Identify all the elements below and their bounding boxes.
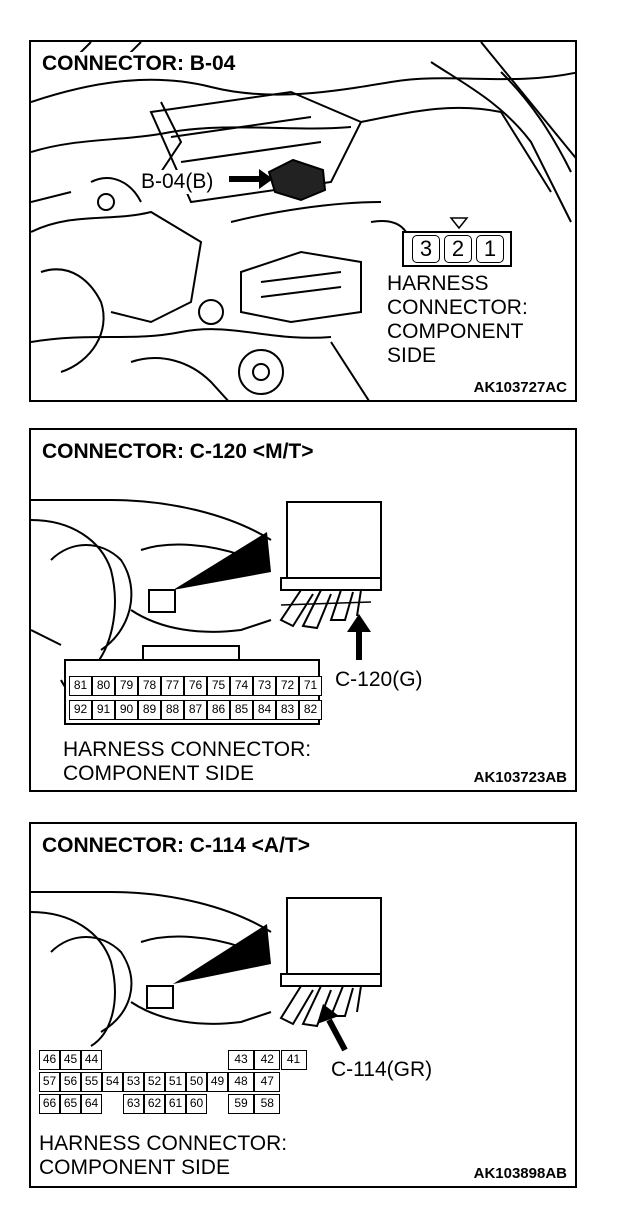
- pin-cell: 54: [102, 1072, 123, 1092]
- pin-cell: 83: [276, 700, 299, 720]
- pin-cell: 86: [207, 700, 230, 720]
- pin-cell: 52: [144, 1072, 165, 1092]
- pin-cell: 61: [165, 1094, 186, 1114]
- side-label-line: COMPONENT: [387, 320, 524, 343]
- pin-cell: 62: [144, 1094, 165, 1114]
- pin-cell: 78: [138, 676, 161, 696]
- pin-cell: 80: [92, 676, 115, 696]
- connector-b04-panel: CONNECTOR: B-04 B-04(B) 3 2 1 HARNESS CO…: [29, 40, 577, 402]
- pin-cell: 76: [184, 676, 207, 696]
- pin-cell: 64: [81, 1094, 102, 1114]
- connector-callout-label: B-04(B): [139, 170, 216, 194]
- pin-cell: 46: [39, 1050, 60, 1070]
- pin-cell: 56: [60, 1072, 81, 1092]
- pin-cell: 3: [412, 235, 440, 263]
- pin-cell: 75: [207, 676, 230, 696]
- pin-cell: 59: [228, 1094, 254, 1114]
- side-label-line: HARNESS CONNECTOR:: [39, 1132, 288, 1155]
- pin-cell: 84: [253, 700, 276, 720]
- pin-cell: 58: [254, 1094, 281, 1114]
- pin-cell: 87: [184, 700, 207, 720]
- side-label-line: COMPONENT SIDE: [39, 1156, 230, 1179]
- side-label-line: HARNESS: [387, 272, 489, 295]
- side-label-line: COMPONENT SIDE: [63, 762, 254, 785]
- pin-cell: 49: [207, 1072, 228, 1092]
- pin-cell: 77: [161, 676, 184, 696]
- connector-title: CONNECTOR: B-04: [39, 52, 239, 76]
- figure-code: AK103898AB: [471, 1165, 569, 1182]
- pin-cell: 71: [299, 676, 322, 696]
- harness-side-label: HARNESS CONNECTOR: COMPONENT SIDE: [387, 272, 528, 368]
- pin-cell: 48: [228, 1072, 254, 1092]
- side-label-line: CONNECTOR:: [387, 296, 528, 319]
- pin-cell: 53: [123, 1072, 144, 1092]
- pin-cell: 47: [254, 1072, 281, 1092]
- pin-cell: 42: [254, 1050, 281, 1070]
- pin-cell: 72: [276, 676, 299, 696]
- pin-cell: 92: [69, 700, 92, 720]
- pin-cell: 73: [253, 676, 276, 696]
- pin-cell: 66: [39, 1094, 60, 1114]
- pin-cell: 63: [123, 1094, 144, 1114]
- pin-cell: 91: [92, 700, 115, 720]
- side-label-line: HARNESS CONNECTOR:: [63, 738, 312, 761]
- connector-title: CONNECTOR: C-114 <A/T>: [39, 834, 314, 858]
- side-label-line: SIDE: [387, 344, 437, 367]
- figure-code: AK103723AB: [471, 769, 569, 786]
- pin-cell: 65: [60, 1094, 81, 1114]
- pin-cell: 81: [69, 676, 92, 696]
- pin-cell: 74: [230, 676, 253, 696]
- pin-cell: 51: [165, 1072, 186, 1092]
- connector-title: CONNECTOR: C-120 <M/T>: [39, 440, 317, 464]
- pin-cell: 89: [138, 700, 161, 720]
- pin-cell: 57: [39, 1072, 60, 1092]
- dashboard-illustration: [31, 891, 382, 1052]
- pin-cell: 60: [186, 1094, 207, 1114]
- pin-cell: 41: [280, 1050, 307, 1070]
- pin-cell: 43: [228, 1050, 254, 1070]
- connector-callout-label: C-120(G): [335, 668, 423, 691]
- pin-cell: 82: [299, 700, 322, 720]
- pin-cell: 85: [230, 700, 253, 720]
- pin-cell: 50: [186, 1072, 207, 1092]
- pin-cell: 88: [161, 700, 184, 720]
- pin-cell: 55: [81, 1072, 102, 1092]
- pin-cell: 1: [476, 235, 504, 263]
- figure-code: AK103727AC: [471, 379, 569, 396]
- pin-cell: 44: [81, 1050, 102, 1070]
- pin-cell: 2: [444, 235, 472, 263]
- pin-cell: 79: [115, 676, 138, 696]
- pin-cell: 45: [60, 1050, 81, 1070]
- pin-cell: 90: [115, 700, 138, 720]
- connector-callout-label: C-114(GR): [331, 1058, 433, 1081]
